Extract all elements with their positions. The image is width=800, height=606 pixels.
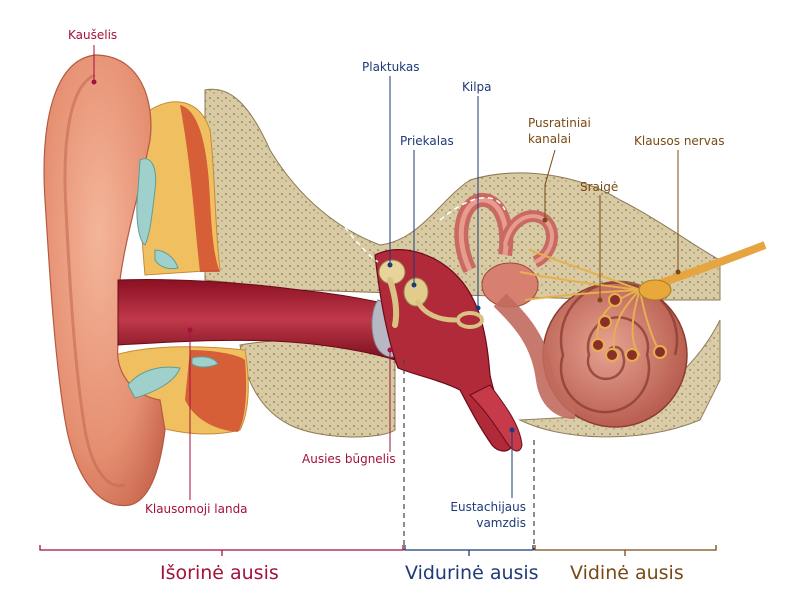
section-middle-ear: Vidurinė ausis	[405, 562, 539, 584]
label-kauselis: Kaušelis	[68, 28, 117, 43]
label-plaktukas: Plaktukas	[362, 60, 420, 75]
label-sraige: Sraigė	[580, 180, 618, 195]
label-ausies-bugnelis: Ausies būgnelis	[302, 452, 396, 467]
bracket-outer	[40, 545, 403, 556]
label-kilpa: Kilpa	[462, 80, 492, 95]
label-klausomoji-landa: Klausomoji landa	[145, 502, 248, 517]
label-pusratiniai-kanalai-1: Pusratiniai	[528, 116, 591, 131]
temporal-bone-lower	[240, 340, 395, 437]
label-eustachijaus-1: Eustachijaus	[440, 500, 526, 515]
section-inner-ear: Vidinė ausis	[570, 562, 684, 584]
label-eustachijaus-2: vamzdis	[440, 516, 526, 531]
section-outer-ear: Išorinė ausis	[160, 562, 279, 584]
label-pusratiniai-kanalai-2: kanalai	[528, 132, 571, 147]
label-priekalas: Priekalas	[400, 134, 454, 149]
bracket-middle	[405, 545, 533, 556]
label-klausos-nervas: Klausos nervas	[634, 134, 724, 149]
bracket-inner	[535, 545, 716, 556]
